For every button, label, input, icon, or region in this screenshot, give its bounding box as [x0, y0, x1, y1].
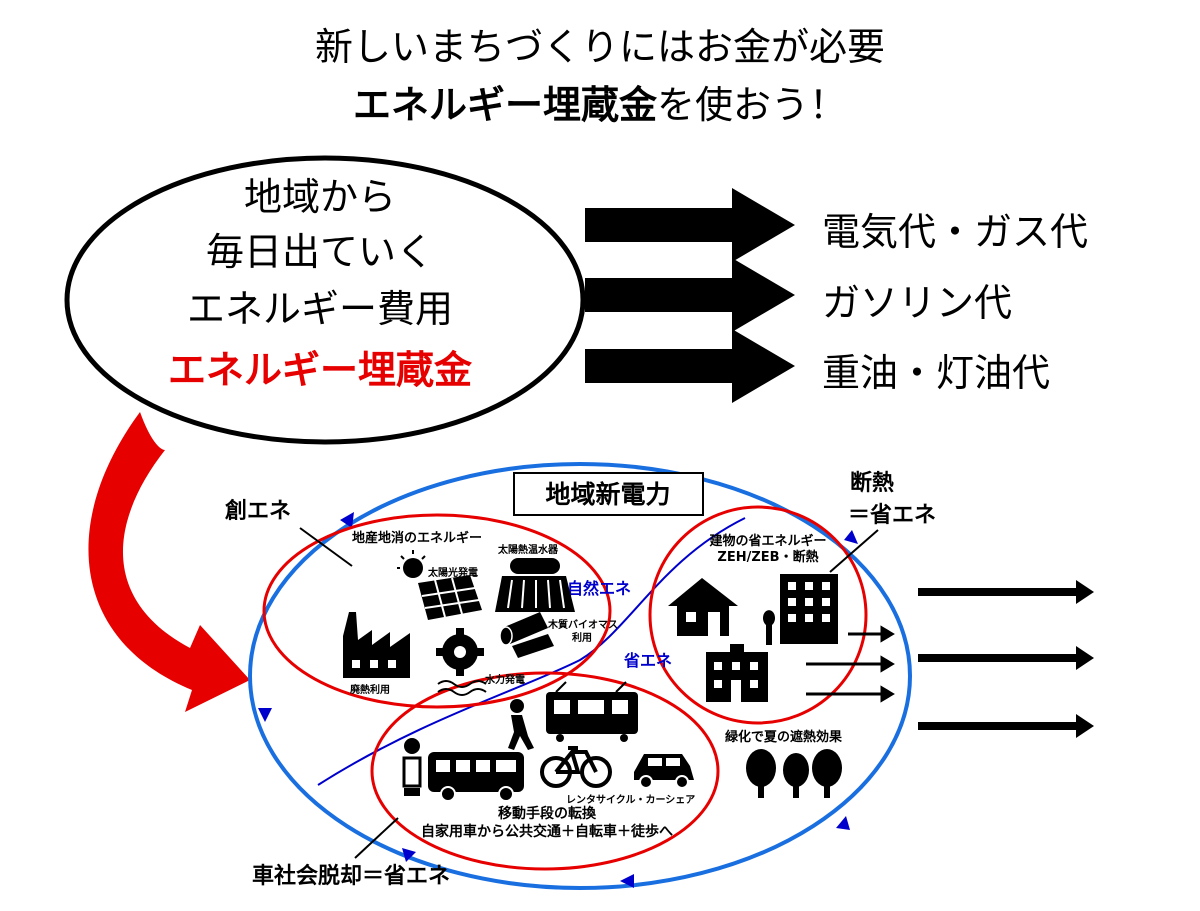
building-label-2: ZEH/ZEB・断熱 — [717, 549, 818, 565]
solar-water-label: 太陽熱温水器 — [497, 543, 559, 556]
biomass-label-1: 木質バイオマス — [547, 618, 618, 631]
factory-icon — [343, 612, 410, 678]
school-building-icon — [706, 644, 768, 702]
transport-ellipse — [370, 671, 720, 871]
header-line2: エネルギー埋蔵金を使おう！ — [353, 83, 847, 127]
outflow-arrow-3 — [585, 329, 795, 403]
bubble-line4: エネルギー埋蔵金 — [168, 348, 473, 392]
header-line2-strong: エネルギー埋蔵金 — [353, 83, 658, 127]
office-building-icon — [763, 574, 838, 645]
cycle-arrow-3 — [402, 848, 416, 862]
create-energy-label: 創エネ — [225, 499, 291, 524]
cycle-arrow-5 — [836, 816, 850, 830]
biomass-label-2: 利用 — [572, 631, 592, 644]
rental-share-label: レンタサイクル・カーシェア — [566, 794, 695, 806]
region-cycle-ellipse — [248, 462, 912, 890]
car-free-leader — [354, 817, 399, 859]
building-label-1: 建物の省エネルギー — [709, 533, 826, 549]
transport-label-2: 自家用車から公共交通＋自転車＋徒歩へ — [421, 823, 673, 840]
cycle-arrow-2 — [258, 708, 272, 722]
local-energy-label: 地産地消のエネルギー — [352, 530, 482, 546]
biomass-logs-icon — [499, 612, 554, 658]
outflow-label-2: ガソリン代 — [822, 281, 1012, 325]
car-icon — [634, 754, 694, 789]
outflow-label-1: 電気代・ガス代 — [822, 210, 1088, 254]
solar-panel-icon — [397, 550, 482, 620]
outflow-arrow-1 — [585, 188, 795, 262]
outflow-arrow-2 — [585, 258, 795, 332]
train-icon — [546, 681, 638, 742]
energy-saving-label: 省エネ — [623, 651, 672, 670]
bubble-line3: エネルギー費用 — [187, 287, 453, 331]
hydro-gear-icon — [436, 628, 487, 696]
cycle-arrow-4 — [620, 874, 634, 888]
cost-bubble — [64, 155, 586, 445]
outflow-arrows — [585, 188, 795, 403]
red-curved-arrow — [88, 412, 250, 712]
outflow-label-3: 重油・灯油代 — [822, 351, 1050, 395]
greening-label: 緑化で夏の遮熱効果 — [725, 729, 842, 745]
create-energy-leader — [299, 527, 353, 567]
header-line2-rest: を使おう！ — [657, 83, 847, 127]
solar-water-heater-icon — [495, 558, 575, 612]
building-ellipse — [648, 505, 868, 725]
bubble-line1: 地域から — [244, 175, 396, 219]
bubble-line2: 毎日出ていく — [206, 230, 434, 274]
bicycle-icon — [540, 746, 612, 788]
energy-flow-curve — [317, 517, 746, 786]
car-free-label: 車社会脱却＝省エネ — [252, 863, 450, 889]
waste-heat-label: 廃熱利用 — [350, 683, 390, 696]
regional-power-label: 地域新電力 — [545, 480, 670, 509]
insulation-label-1: 断熱 — [850, 470, 894, 496]
cycle-arrow-6 — [844, 530, 858, 544]
insulation-leader — [829, 529, 879, 573]
pedestrian-icon — [508, 699, 534, 750]
hydro-label: 水力発電 — [484, 673, 525, 686]
right-outflow-arrows — [918, 580, 1094, 738]
create-energy-ellipse — [262, 513, 612, 709]
regional-power-box — [513, 472, 704, 516]
bus-icon — [428, 752, 524, 802]
insulation-label-2: ＝省エネ — [848, 503, 936, 528]
natural-energy-label: 自然エネ — [567, 579, 631, 598]
cycle-arrow-1 — [340, 512, 354, 528]
small-outflow-arrows — [806, 625, 895, 703]
header-line1: 新しいまちづくりにはお金が必要 — [315, 25, 885, 69]
bus-stop-icon — [402, 738, 422, 796]
transport-label-1: 移動手段の転換 — [498, 805, 597, 822]
trees-icon — [746, 749, 842, 798]
house-icon — [668, 578, 738, 636]
